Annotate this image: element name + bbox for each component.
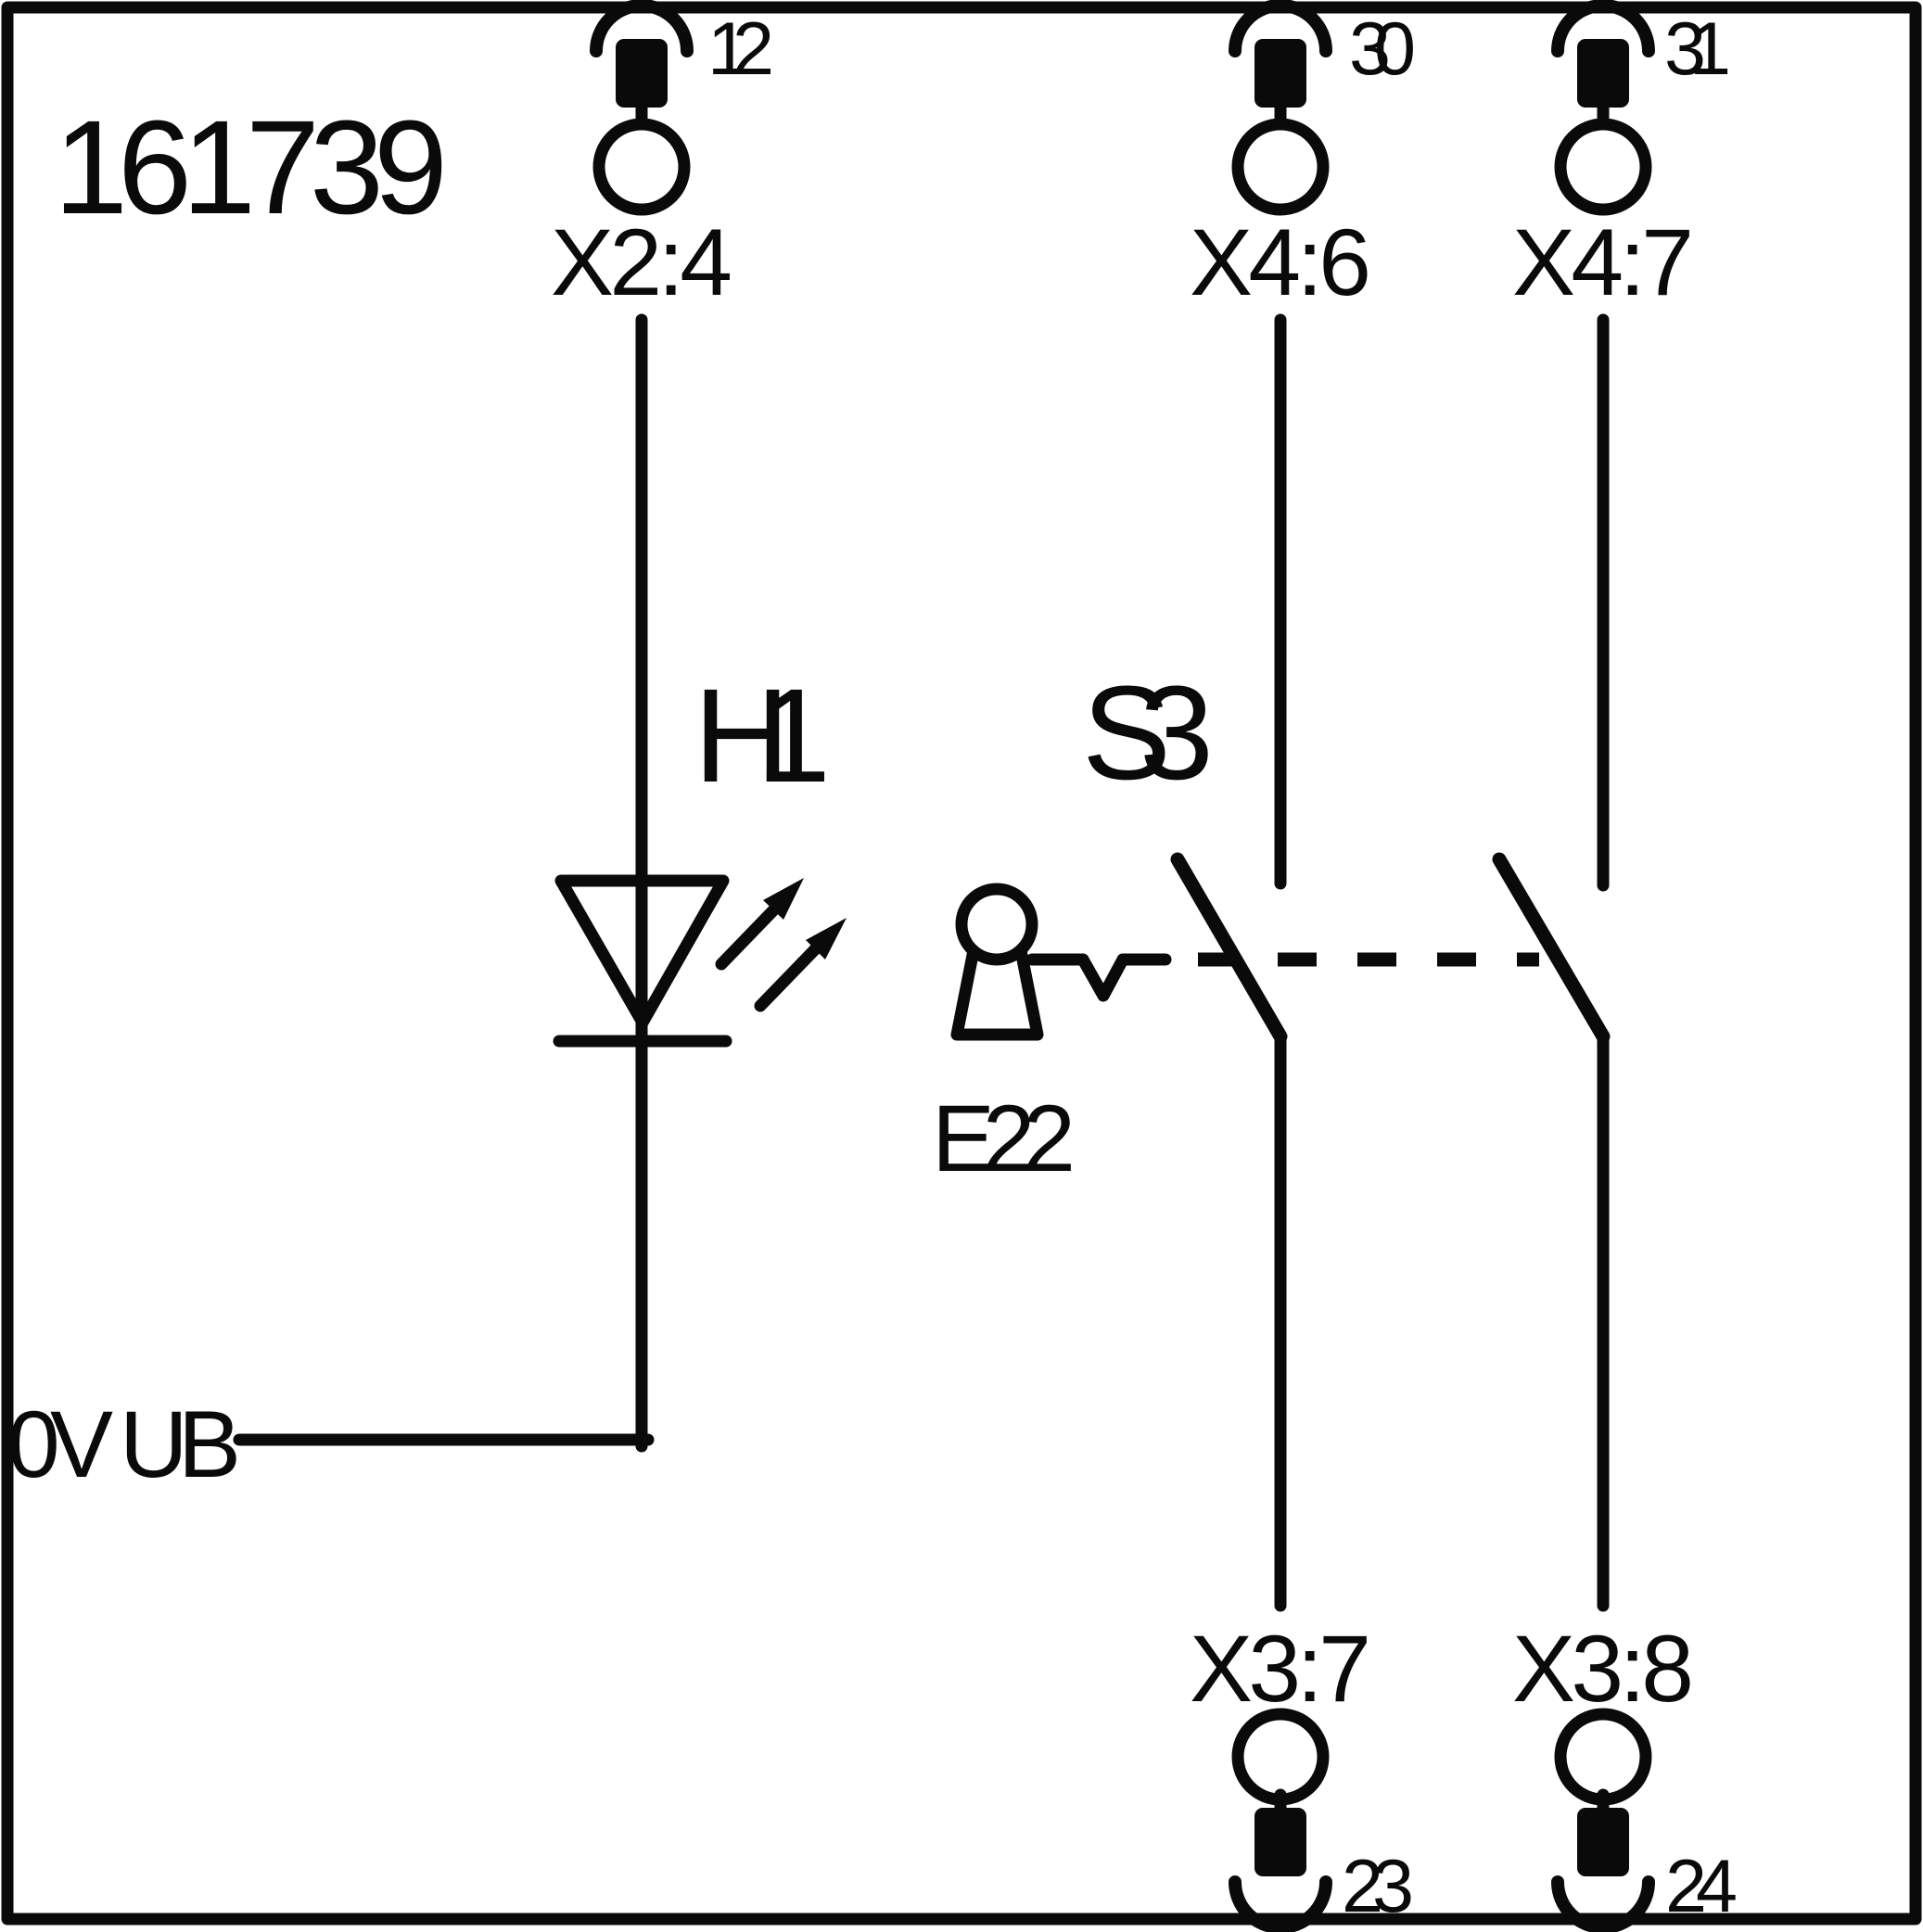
key-ref-label: E22 xyxy=(932,1086,1076,1191)
terminal-circle-icon xyxy=(592,118,691,216)
connector-pin-icon xyxy=(1254,39,1306,108)
switch-s3: S3 xyxy=(1082,658,1611,1044)
switch-contact-blade-2 xyxy=(1492,852,1611,1044)
terminal-circle-icon xyxy=(1231,118,1330,216)
pin-number: 12 xyxy=(707,7,774,91)
terminal-label: X3:7 xyxy=(1190,1616,1371,1722)
connector-socket-icon xyxy=(1551,0,1655,57)
arrow-head xyxy=(763,878,804,920)
terminal-label: X4:7 xyxy=(1512,210,1694,315)
terminal-label: X3:8 xyxy=(1512,1616,1694,1722)
key-actuator-e22: E22 xyxy=(932,883,1172,1191)
terminal-bottom-x3-7: X3:7 23 xyxy=(1190,1616,1414,1932)
led-ref-label: H1 xyxy=(694,661,831,810)
arrow-shaft xyxy=(754,941,823,1012)
connector-pin-icon xyxy=(1577,1808,1629,1876)
pin-number: 30 xyxy=(1349,7,1416,91)
arrow-head xyxy=(806,918,847,960)
terminal-top-x2-4: 12 X2:4 xyxy=(551,0,774,315)
terminal-label: X4:6 xyxy=(1190,210,1371,315)
terminal-bottom-x3-8: X3:8 24 xyxy=(1512,1616,1738,1932)
led-light-arrows-icon xyxy=(715,878,847,1012)
pin-number: 31 xyxy=(1664,7,1731,91)
connector-socket-icon xyxy=(1551,1875,1655,1932)
pin-number: 23 xyxy=(1342,1845,1414,1928)
connector-pin-icon xyxy=(1254,1808,1306,1876)
terminal-label: X2:4 xyxy=(551,210,732,315)
terminal-circle-icon xyxy=(1554,118,1652,216)
switch-contact-blade-1 xyxy=(1170,852,1288,1044)
terminal-circle-icon xyxy=(1554,1708,1652,1806)
actuation-zigzag-icon xyxy=(1076,953,1129,1002)
net-label-0v-ub: 0V UB xyxy=(7,1392,241,1497)
switch-ref-label: S3 xyxy=(1082,658,1214,807)
pin-number: 24 xyxy=(1665,1845,1738,1928)
connector-socket-icon xyxy=(1229,1875,1332,1932)
connector-pin-icon xyxy=(1577,39,1629,108)
connector-pin-icon xyxy=(616,39,668,108)
key-icon-ring xyxy=(955,883,1038,966)
connector-socket-icon xyxy=(590,0,694,57)
arrow-shaft xyxy=(715,902,782,971)
terminal-top-x4-6: 30 X4:6 xyxy=(1190,0,1416,315)
led-h1: H1 xyxy=(553,661,847,1048)
terminal-top-x4-7: 31 X4:7 xyxy=(1512,0,1731,315)
terminal-circle-icon xyxy=(1231,1708,1330,1806)
drawing-number: 161739 xyxy=(54,93,448,242)
led-diode-icon xyxy=(554,874,730,1029)
connector-socket-icon xyxy=(1229,0,1332,57)
